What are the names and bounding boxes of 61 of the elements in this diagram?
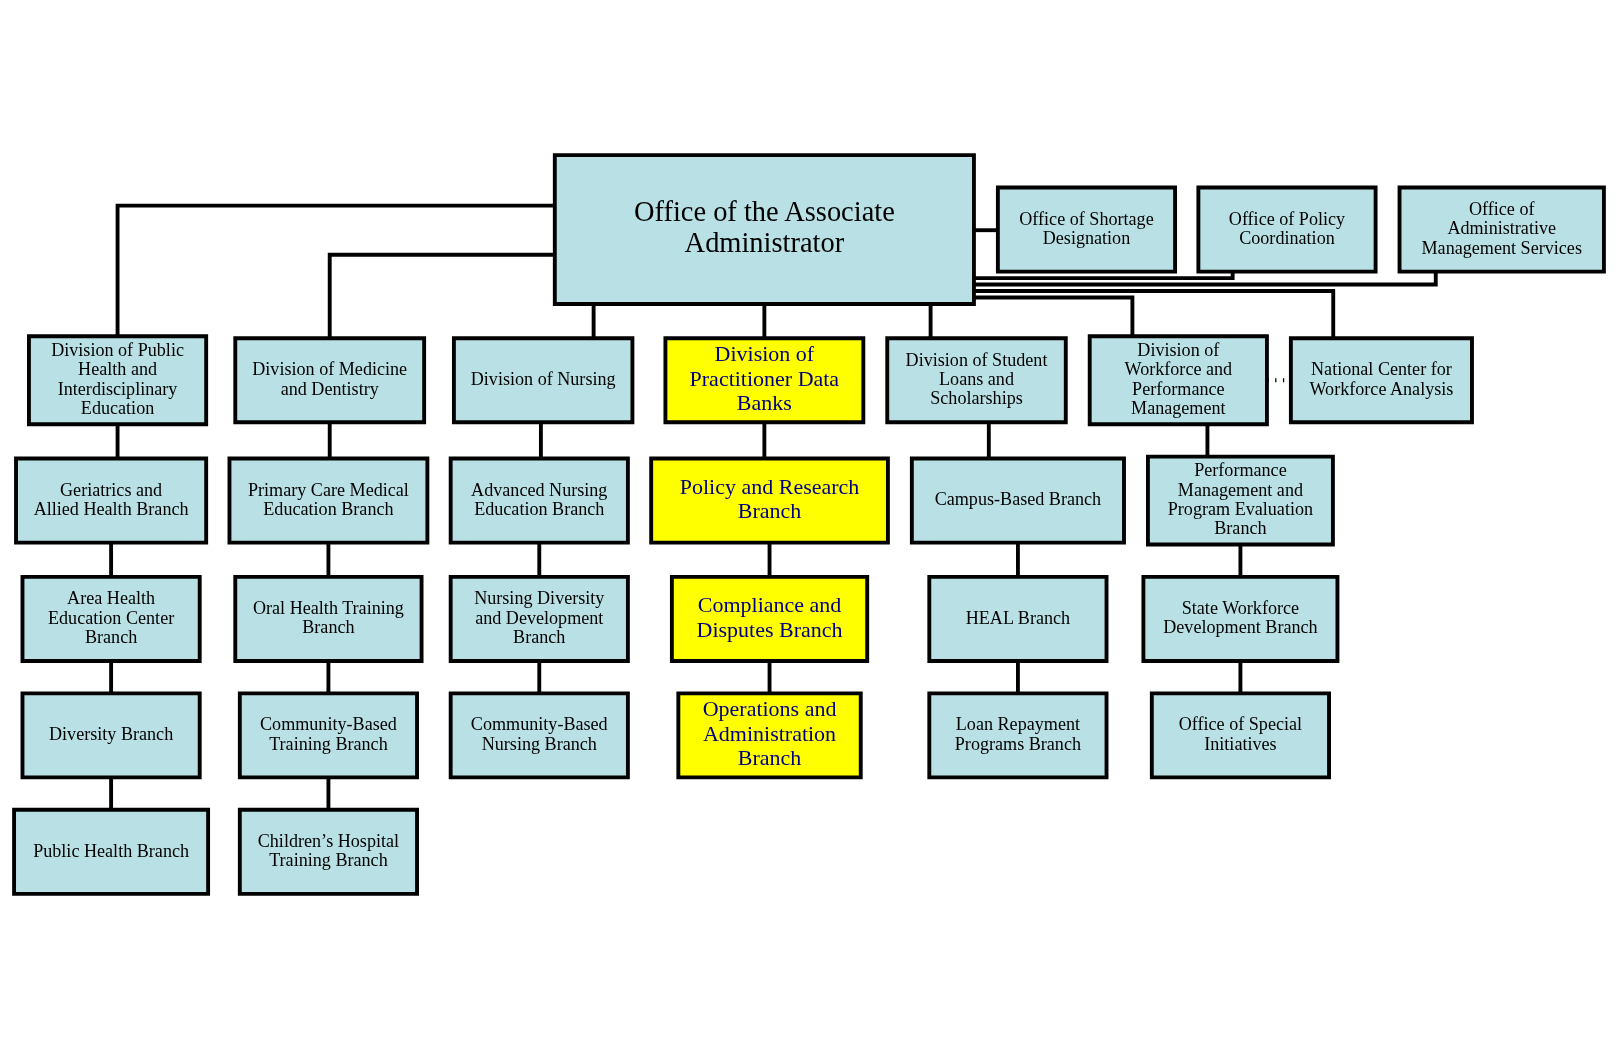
connector <box>1238 660 1243 693</box>
node-box: HEAL Branch <box>927 574 1109 663</box>
node-box: Office of Special Initiatives <box>1149 690 1331 779</box>
node-box: Office of the Associate Administrator <box>552 152 976 306</box>
connector <box>986 421 991 458</box>
connector <box>115 203 555 336</box>
node-box: Primary Care Medical Education Branch <box>227 456 430 545</box>
connector <box>537 660 542 693</box>
connector <box>326 660 331 693</box>
node-box: Public Health Branch <box>12 807 211 896</box>
connector <box>974 227 998 232</box>
connector <box>538 421 543 458</box>
node-box: Community-Based Nursing Branch <box>448 690 630 779</box>
node-box: Children’s Hospital Training Branch <box>237 807 419 896</box>
node-box: Division of Practitioner Data Banks <box>663 335 866 424</box>
connector <box>767 660 772 693</box>
connector <box>327 252 555 338</box>
node-box: Operations and Administration Branch <box>676 690 863 779</box>
connector <box>115 423 120 458</box>
node-box: Office of Policy Coordination <box>1196 185 1378 274</box>
node-box: Division of Medicine and Dentistry <box>233 335 427 424</box>
node-box: National Center for Workforce Analysis <box>1288 335 1474 424</box>
connector <box>974 271 1438 286</box>
node-box: Office of Shortage Designation <box>995 185 1178 274</box>
connector <box>767 542 772 577</box>
connector <box>974 288 1336 338</box>
node-box: Community-Based Training Branch <box>237 690 419 779</box>
node-box: Performance Management and Program Evaluation Branch <box>1146 454 1335 546</box>
node-box: Division of Nursing <box>451 335 635 424</box>
connector <box>326 777 331 810</box>
node-box: Oral Health Training Branch <box>233 574 424 663</box>
node-box: Office of Administrative Management Services <box>1397 185 1606 274</box>
node-box: Division of Public Health and Interdisciplinary Education <box>27 333 209 426</box>
node-box: Geriatrics and Allied Health Branch <box>14 456 209 545</box>
node-box: Division of Student Loans and Scholarships <box>885 335 1068 424</box>
connector <box>1015 660 1020 693</box>
connector <box>974 271 1235 280</box>
node-box: Diversity Branch <box>20 690 202 779</box>
connector <box>109 660 114 693</box>
connector <box>762 303 767 338</box>
connector <box>109 777 114 810</box>
connector <box>974 295 1135 336</box>
connector <box>591 303 596 338</box>
connector <box>537 542 542 577</box>
connector <box>327 421 332 458</box>
connector <box>109 542 114 577</box>
node-box: Advanced Nursing Education Branch <box>448 456 630 545</box>
connector <box>1205 423 1210 456</box>
node-box: Compliance and Disputes Branch <box>669 574 870 663</box>
node-box: Division of Workforce and Performance Management <box>1087 333 1269 426</box>
connector <box>928 303 933 338</box>
node-box: Policy and Research Branch <box>649 456 890 545</box>
connector <box>1238 544 1243 577</box>
connector <box>762 421 767 458</box>
node-box: State Workforce Development Branch <box>1141 574 1340 663</box>
node-box: Loan Repayment Programs Branch <box>927 690 1109 779</box>
node-box: Area Health Education Center Branch <box>20 574 202 663</box>
node-box: Nursing Diversity and Development Branch <box>448 574 630 663</box>
connector <box>326 542 331 577</box>
node-box: Campus-Based Branch <box>909 456 1126 545</box>
connector <box>1015 542 1020 577</box>
